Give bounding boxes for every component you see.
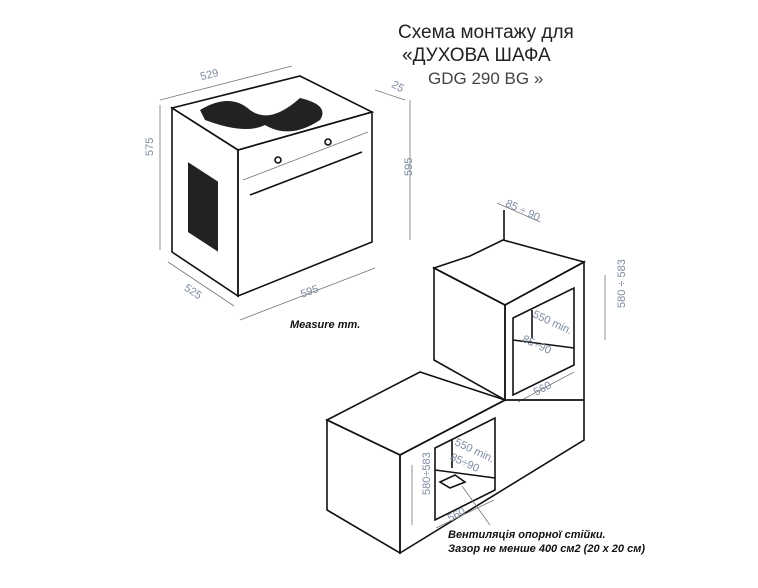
tall-width: 560	[532, 379, 554, 398]
dim-595-width: 595	[299, 283, 320, 301]
vent-note-line1: Вентиляція опорної стійки.	[448, 529, 606, 541]
vent-note-line2: Зазор не менше 400 см2 (20 x 20 см)	[448, 543, 645, 555]
title-line3: GDG 290 BG »	[428, 69, 543, 88]
tall-cabinet-drawing: 85 ÷ 90 580 ÷ 583 550 min. 85÷90 560	[431, 198, 628, 403]
tall-back-gap: 85÷90	[520, 333, 553, 357]
tall-depth-min: 550 min.	[531, 309, 574, 338]
dim-575: 575	[144, 138, 156, 156]
base-cabinet-drawing: 580÷583 550 min. 85÷90 560	[325, 371, 585, 555]
title-line1: Схема монтажу для	[398, 22, 574, 43]
base-width: 560	[446, 505, 468, 524]
measure-note: Measure mm.	[290, 319, 360, 331]
dim-529: 529	[199, 67, 220, 83]
dim-25: 25	[389, 79, 406, 96]
tall-height: 580 ÷ 583	[616, 259, 628, 308]
dim-595-height: 595	[403, 158, 415, 176]
oven-drawing	[169, 75, 375, 298]
base-height: 580÷583	[421, 452, 433, 495]
dim-525: 525	[182, 282, 204, 302]
oven-dimensions: 529 25 575 595 525 595	[144, 65, 415, 321]
tall-top-gap: 85 ÷ 90	[503, 198, 541, 224]
title-line2: «ДУХОВА ШАФА	[402, 45, 551, 66]
